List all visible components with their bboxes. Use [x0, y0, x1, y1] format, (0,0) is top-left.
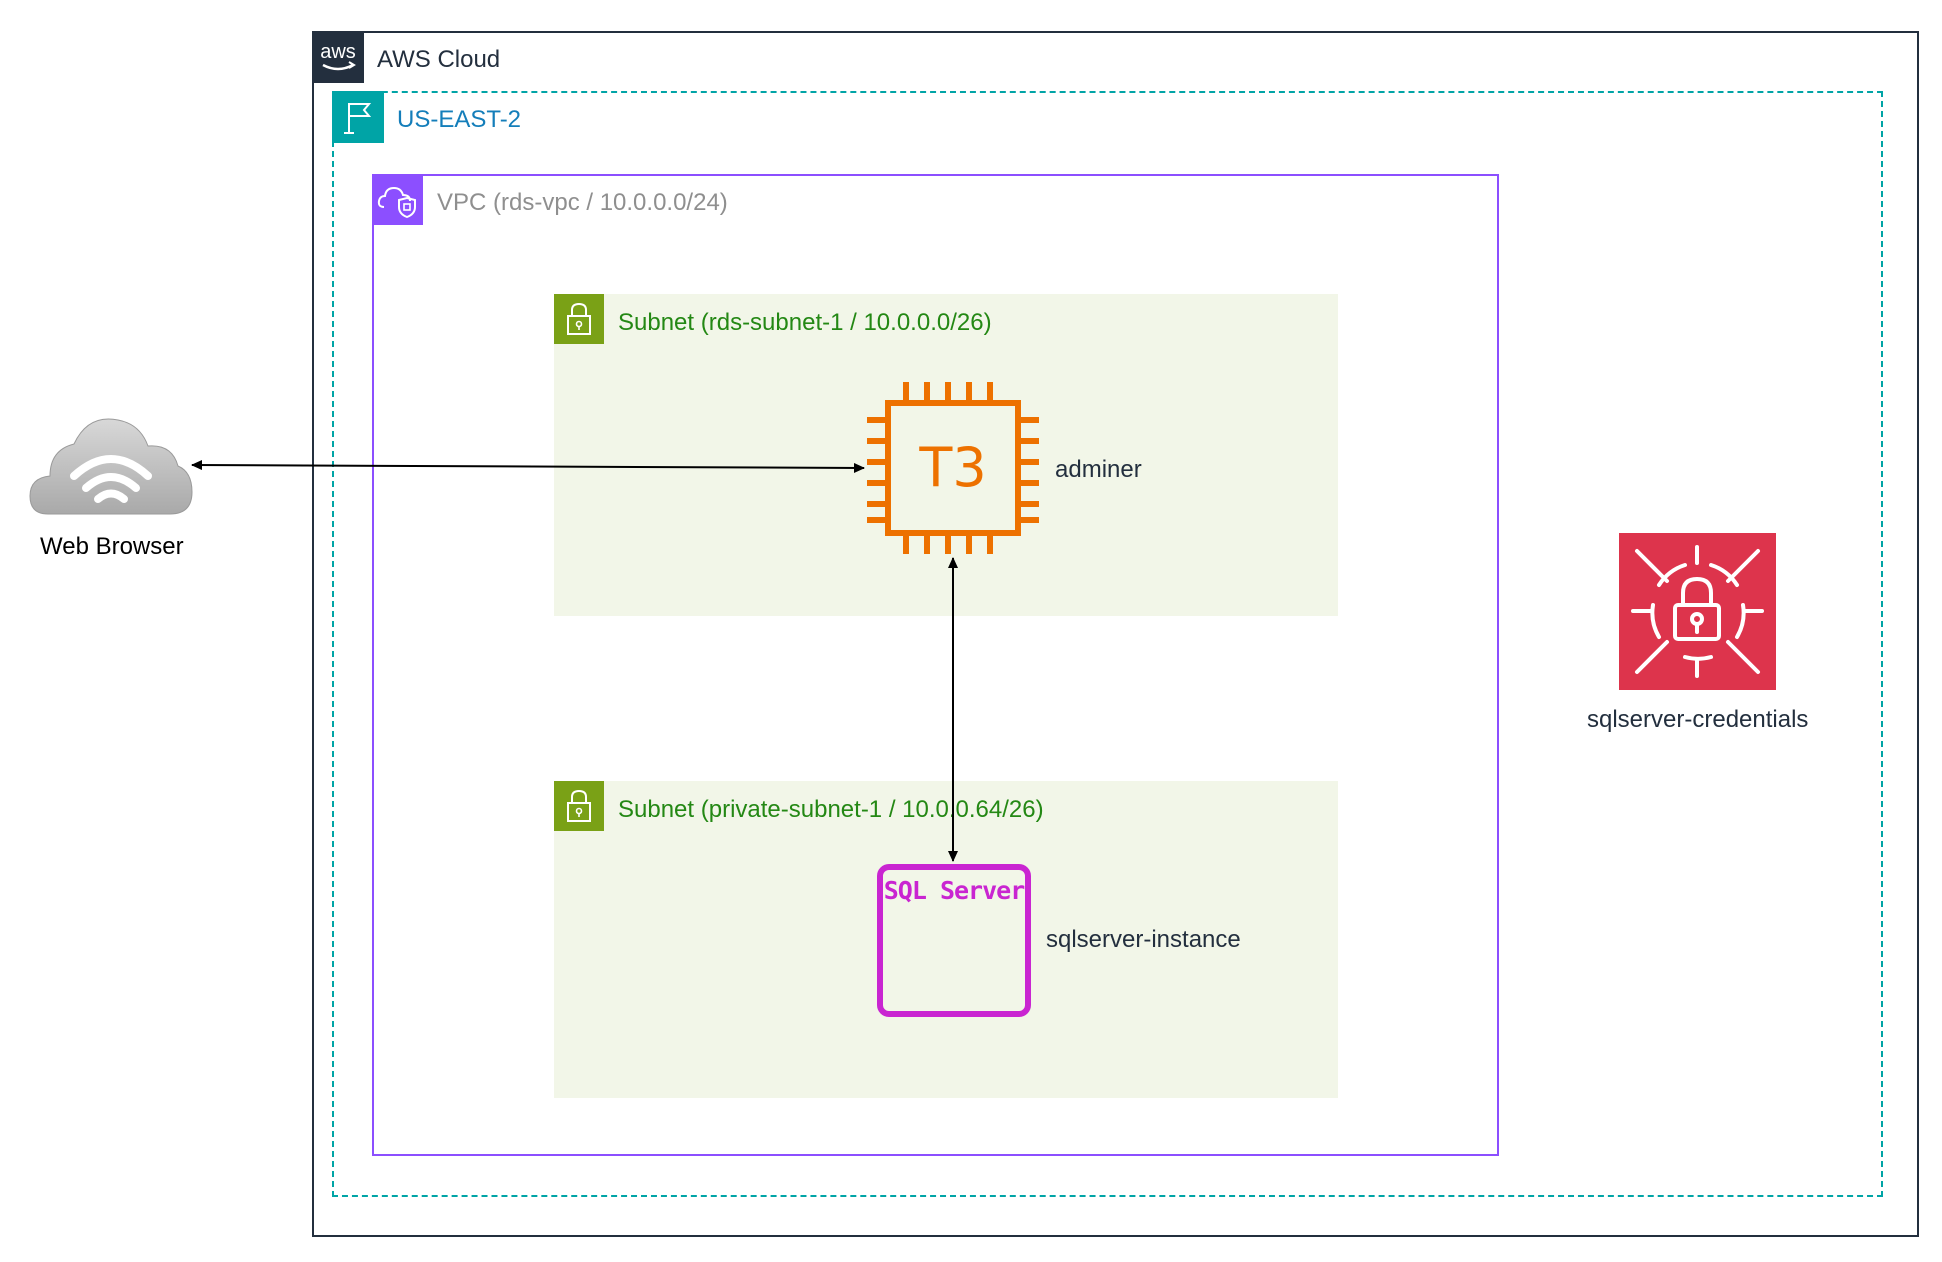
aws-cloud-label: AWS Cloud: [377, 46, 501, 73]
aws-cloud-group: [312, 31, 1919, 1237]
region-flag-icon: [332, 91, 384, 143]
svg-text:aws: aws: [320, 41, 356, 63]
vpc-group: [372, 174, 1499, 1156]
aws-logo-icon: aws: [312, 31, 364, 83]
rds-sqlserver-icon: SQL Server: [877, 864, 1031, 1017]
internet-cloud-icon: [28, 410, 194, 522]
region-label: US-EAST-2: [397, 106, 522, 133]
edge-browser-adminer: [191, 460, 865, 473]
sqlserver-label: sqlserver-instance: [1046, 926, 1241, 953]
subnet-public-label: Subnet (rds-subnet-1 / 10.0.0.0/26): [618, 309, 992, 336]
web-browser-label: Web Browser: [40, 533, 184, 560]
ec2-t3-instance-icon: T3: [866, 380, 1040, 556]
vpc-label: VPC (rds-vpc / 10.0.0.0/24): [437, 189, 728, 216]
secrets-manager-icon: [1619, 533, 1776, 690]
subnet-private-label: Subnet (private-subnet-1 / 10.0.0.64/26): [618, 796, 1044, 823]
svg-text:T3: T3: [918, 436, 986, 499]
secrets-label: sqlserver-credentials: [1587, 706, 1809, 733]
region-group: [332, 91, 1883, 1197]
adminer-label: adminer: [1055, 456, 1142, 483]
subnet-lock-icon: [554, 781, 604, 831]
sqlserver-icon-text: SQL Server: [883, 876, 1026, 905]
subnet-public-group: [554, 294, 1338, 616]
subnet-private-group: [554, 781, 1338, 1098]
vpc-icon: [372, 174, 423, 225]
subnet-lock-icon: [554, 294, 604, 344]
